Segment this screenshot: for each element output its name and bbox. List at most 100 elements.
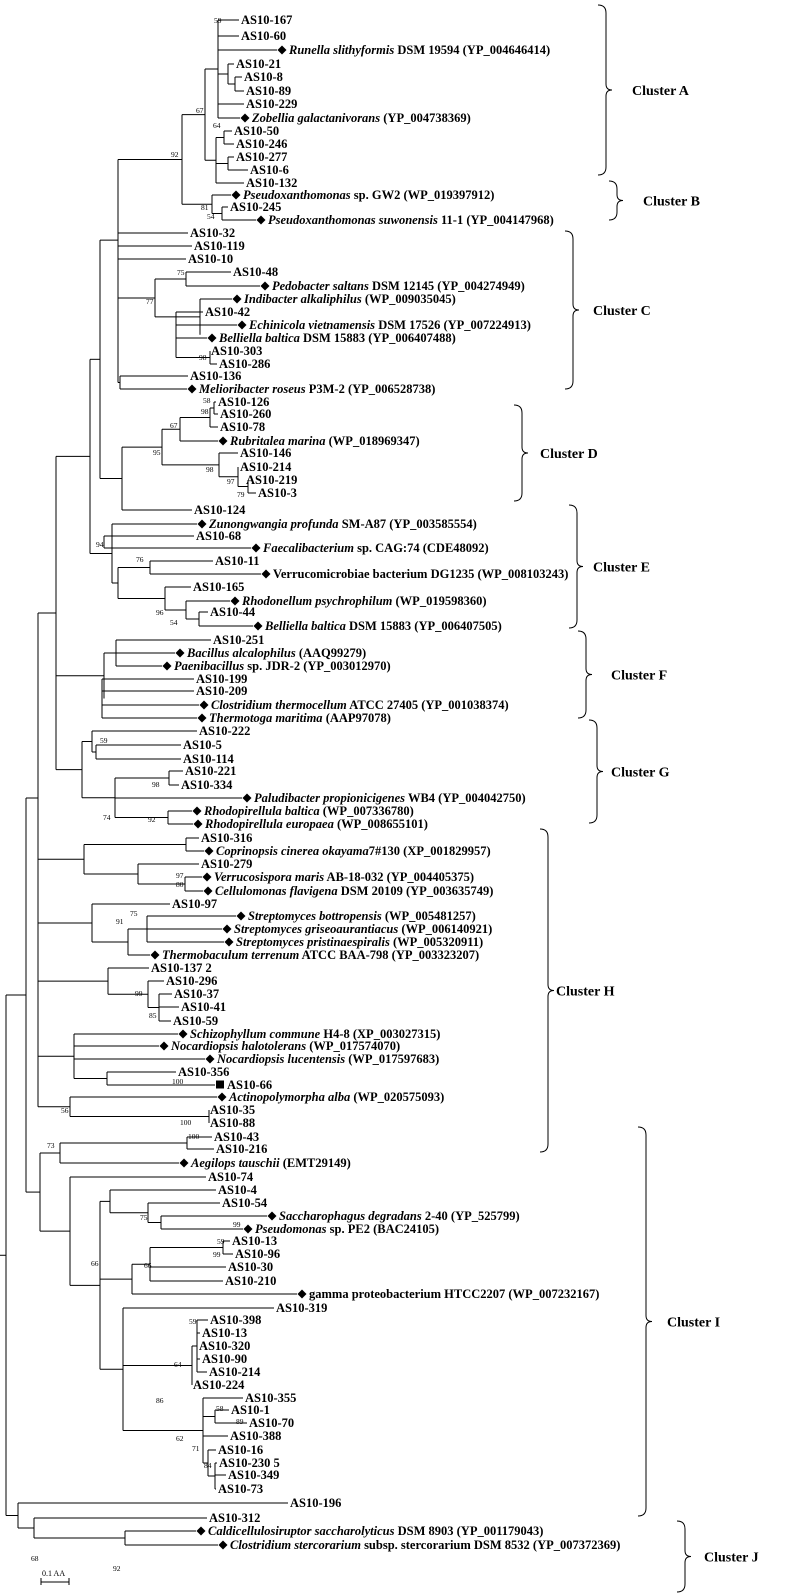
- accession-text: AB-18-032 (YP_004405375): [324, 870, 474, 884]
- bootstrap-value: 76: [136, 555, 144, 564]
- reference-label: Streptomyces pristinaespiralis (WP_00532…: [236, 935, 483, 949]
- reference-label: Runella slithyformis DSM 19594 (YP_00464…: [288, 43, 550, 57]
- reference-label: Pedobacter saltans DSM 12145 (YP_0042749…: [272, 279, 525, 293]
- bootstrap-value: 71: [192, 1444, 200, 1453]
- taxon-label: AS10-41: [181, 1000, 226, 1014]
- scale-bar: 0.1 AA: [40, 1569, 70, 1585]
- accession-text: 11-1 (YP_004147968): [438, 213, 554, 227]
- reference-label: Verrucosispora maris AB-18-032 (YP_00440…: [214, 870, 474, 884]
- species-name: Bacillus alcalophilus: [186, 646, 296, 660]
- reference-label: Rhodopirellula europaea (WP_008655101): [204, 817, 428, 831]
- bootstrap-value: 66: [144, 1261, 152, 1270]
- taxon-label: AS10-319: [276, 1301, 327, 1315]
- reference-diamond-icon: [179, 1158, 189, 1168]
- species-name: Streptomyces bottropensis: [248, 909, 382, 923]
- accession-text: SM-A87 (YP_003585554): [339, 517, 477, 531]
- reference-label: Rhodopirellula baltica (WP_007336780): [203, 804, 414, 818]
- bootstrap-value: 59: [100, 736, 108, 745]
- cluster-bracket: [597, 4, 613, 176]
- reference-label: Streptomyces griseoaurantiacus (WP_00614…: [234, 922, 492, 936]
- taxon-label: AS10-30: [228, 1260, 273, 1274]
- reference-label: Melioribacter roseus P3M-2 (YP_006528738…: [198, 382, 435, 396]
- accession-text: sp. GW2 (WP_019397912): [351, 188, 495, 202]
- accession-text: (WP_007336780): [320, 804, 414, 818]
- taxon-label: AS10-48: [233, 265, 278, 279]
- reference-label: Pseudomonas sp. PE2 (BAC24105): [255, 1222, 439, 1236]
- reference-diamond-icon: [231, 190, 241, 200]
- taxon-label: AS10-209: [196, 684, 247, 698]
- accession-text: DSM 15883 (YP_006407488): [300, 331, 456, 345]
- taxon-label: AS10-214: [240, 460, 292, 474]
- reference-label: Saccharophagus degradans 2-40 (YP_525799…: [279, 1209, 520, 1223]
- bootstrap-value: 59: [214, 16, 222, 25]
- reference-diamond-icon: [159, 1041, 169, 1051]
- accession-text: (EMT29149): [280, 1156, 351, 1170]
- reference-diamond-icon: [175, 648, 185, 658]
- reference-label: Verrucomicrobiae bacterium DG1235 (WP_00…: [273, 567, 568, 581]
- species-name: Runella slithyformis: [288, 43, 394, 57]
- taxon-label: AS10-119: [194, 239, 245, 253]
- species-name: Rhodopirellula baltica: [203, 804, 320, 818]
- reference-label: Belliella baltica DSM 15883 (YP_00640750…: [264, 619, 502, 633]
- accession-text: ATCC 27405 (YP_001038374): [347, 698, 509, 712]
- taxon-label: AS10-224: [193, 1378, 245, 1392]
- taxon-label: AS10-126: [218, 395, 269, 409]
- bootstrap-value: 59: [217, 1237, 225, 1246]
- species-name: Pedobacter saltans: [272, 279, 369, 293]
- accession-text: sp. JDR-2 (YP_003012970): [244, 659, 391, 673]
- species-name: Actinopolymorpha alba: [228, 1090, 350, 1104]
- taxon-label: AS10-43: [214, 1130, 259, 1144]
- taxon-label: AS10-137 2: [151, 961, 212, 975]
- cluster-label: Cluster H: [556, 985, 615, 1000]
- taxon-label: AS10-59: [173, 1014, 218, 1028]
- reference-diamond-icon: [203, 886, 213, 896]
- taxon-label: AS10-78: [220, 420, 265, 434]
- bootstrap-value: 85: [149, 1011, 157, 1020]
- reference-label: Belliella baltica DSM 15883 (YP_00640748…: [218, 331, 456, 345]
- reference-diamond-icon: [202, 872, 212, 882]
- reference-label: Schizophyllum commune H4-8 (XP_003027315…: [190, 1027, 440, 1041]
- species-name: Pseudoxanthomonas: [243, 188, 351, 202]
- reference-diamond-icon: [217, 1092, 227, 1102]
- accession-text: subsp. stercorarium DSM 8532 (YP_0073723…: [361, 1538, 620, 1552]
- accession-text: (WP_008655101): [334, 817, 428, 831]
- species-name: Schizophyllum commune: [190, 1027, 321, 1041]
- reference-diamond-icon: [197, 713, 207, 723]
- species-name: Zobellia galactanivorans: [251, 111, 380, 125]
- reference-label: Nocardiopsis lucentensis (WP_017597683): [216, 1052, 439, 1066]
- species-name: Cellulomonas flavigena: [215, 884, 338, 898]
- reference-diamond-icon: [204, 846, 214, 856]
- taxon-label: AS10-54: [222, 1196, 268, 1210]
- reference-diamond-icon: [230, 596, 240, 606]
- taxon-label: AS10-219: [246, 473, 297, 487]
- taxon-label: AS10-5: [183, 738, 222, 752]
- accession-text: sp. CAG:74 (CDE48092): [354, 541, 489, 555]
- taxon-label: AS10-70: [249, 1416, 294, 1430]
- accession-text: (WP_017597683): [345, 1052, 439, 1066]
- reference-label: Paenibacillus sp. JDR-2 (YP_003012970): [174, 659, 391, 673]
- taxon-label: AS10-68: [196, 529, 241, 543]
- reference-label: Thermobaculum terrenum ATCC BAA-798 (YP_…: [162, 948, 479, 962]
- species-name: Paludibacter propionicigenes: [254, 791, 405, 805]
- accession-text: (YP_004738369): [380, 111, 471, 125]
- species-name: Echinicola vietnamensis: [248, 318, 375, 332]
- taxon-label: AS10-146: [240, 446, 291, 460]
- cluster-bracket: [564, 230, 580, 390]
- reference-diamond-icon: [207, 333, 217, 343]
- reference-label: Caldicellulosiruptor saccharolyticus DSM…: [208, 1524, 543, 1538]
- bootstrap-value: 98: [206, 465, 214, 474]
- accession-text: (WP_017574070): [306, 1039, 400, 1053]
- accession-text: WB4 (YP_004042750): [405, 791, 526, 805]
- tree-branches: [0, 19, 297, 1546]
- species-name: Nocardiopsis halotolerans: [170, 1039, 306, 1053]
- bootstrap-value: 66: [91, 1259, 99, 1268]
- taxon-label: AS10-124: [194, 503, 246, 517]
- reference-diamond-icon: [196, 1526, 206, 1536]
- reference-label: Streptomyces bottropensis (WP_005481257): [248, 909, 476, 923]
- reference-diamond-icon: [260, 281, 270, 291]
- species-name: Aegilops tauschii: [190, 1156, 280, 1170]
- species-name: Indibacter alkaliphilus: [243, 292, 362, 306]
- species-name: Pseudomonas: [255, 1222, 327, 1236]
